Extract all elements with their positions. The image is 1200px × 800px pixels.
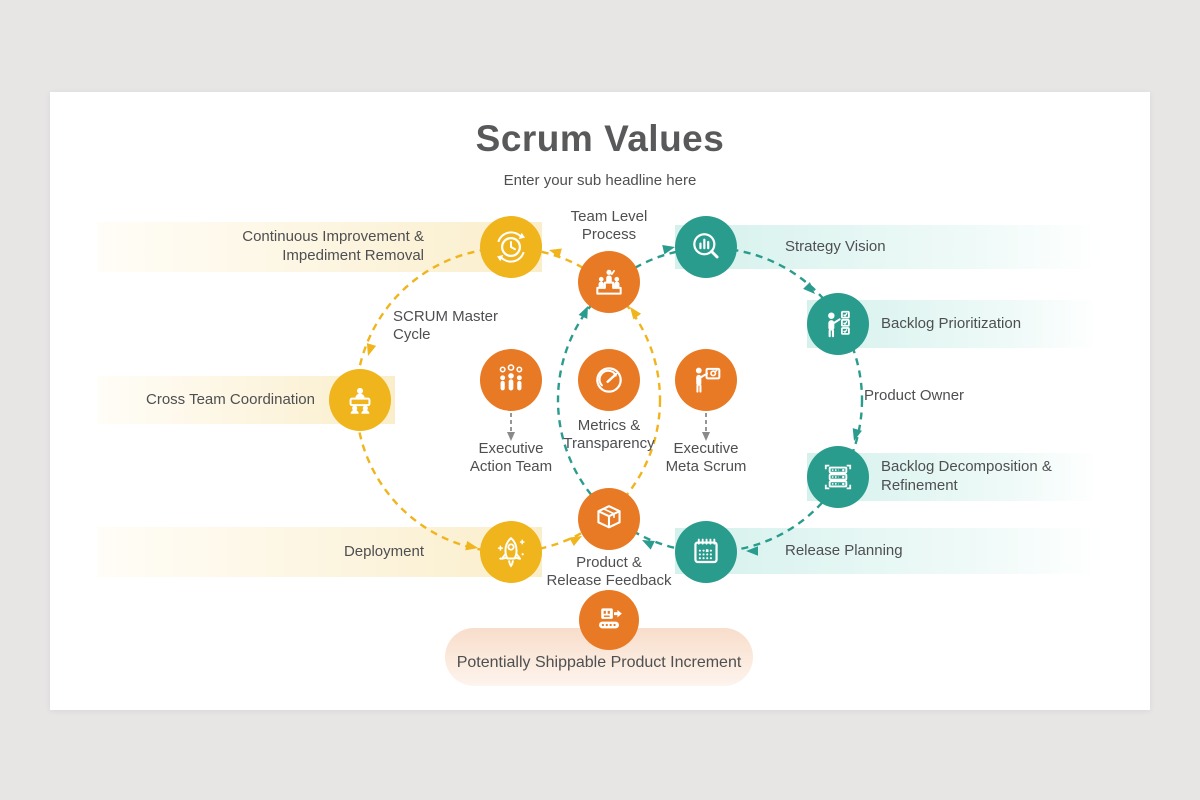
potentially-shippable-node bbox=[579, 590, 639, 650]
team-gears-icon bbox=[499, 364, 523, 391]
presenter-board-icon bbox=[695, 367, 721, 393]
bar-strategy-vision: Strategy Vision bbox=[675, 225, 1100, 269]
executive-meta-scrum-node bbox=[675, 349, 737, 411]
bar-label: Strategy Vision bbox=[785, 237, 886, 255]
bar-label: Release Planning bbox=[785, 541, 903, 559]
continuous-improvement-node bbox=[480, 216, 542, 278]
conveyor-box-icon bbox=[599, 608, 622, 629]
executive-action-team-label: Executive Action Team bbox=[469, 440, 553, 476]
backlog-stack-icon bbox=[824, 464, 852, 490]
backlog-decomposition-node bbox=[807, 446, 869, 508]
bar-label: Continuous Improvement & Impediment Remo… bbox=[242, 228, 424, 264]
scrum-master-cycle-label: SCRUM Master Cycle bbox=[393, 308, 499, 344]
product-release-feedback-label: Product & Release Feedback bbox=[546, 554, 672, 590]
bar-deployment: Deployment bbox=[97, 527, 542, 577]
pill-label: Potentially Shippable Product Increment bbox=[456, 654, 742, 671]
refresh-clock-icon bbox=[497, 231, 525, 263]
cross-team-coordination-node bbox=[329, 369, 391, 431]
bar-label: Cross Team Coordination bbox=[146, 390, 315, 408]
strategy-vision-node bbox=[675, 216, 737, 278]
team-level-process-node bbox=[578, 251, 640, 313]
page-title: Scrum Values bbox=[475, 118, 725, 159]
analytics-search-icon bbox=[693, 233, 719, 259]
bar-continuous-improvement: Continuous Improvement & Impediment Remo… bbox=[97, 222, 542, 272]
org-meeting-icon bbox=[349, 387, 371, 414]
bar-label: Deployment bbox=[343, 542, 424, 560]
podium-people-icon bbox=[596, 269, 622, 295]
team-level-process-label: Team Level Process bbox=[570, 208, 648, 244]
bar-label: Backlog Prioritization bbox=[881, 314, 1022, 332]
person-checklist-icon bbox=[828, 310, 850, 338]
page-subtitle: Enter your sub headline here bbox=[503, 172, 697, 189]
bar-release-planning: Release Planning bbox=[675, 528, 1100, 574]
executive-action-team-node bbox=[480, 349, 542, 411]
gauge-icon bbox=[596, 367, 622, 393]
package-box-icon bbox=[597, 505, 621, 529]
product-owner-label: Product Owner bbox=[864, 387, 965, 404]
executive-meta-scrum-label: Executive Meta Scrum bbox=[665, 440, 747, 476]
product-release-feedback-node bbox=[578, 488, 640, 550]
metrics-transparency-node bbox=[578, 349, 640, 411]
backlog-prioritization-node bbox=[807, 293, 869, 355]
bar-label: Backlog Decomposition & Refinement bbox=[881, 458, 1052, 494]
